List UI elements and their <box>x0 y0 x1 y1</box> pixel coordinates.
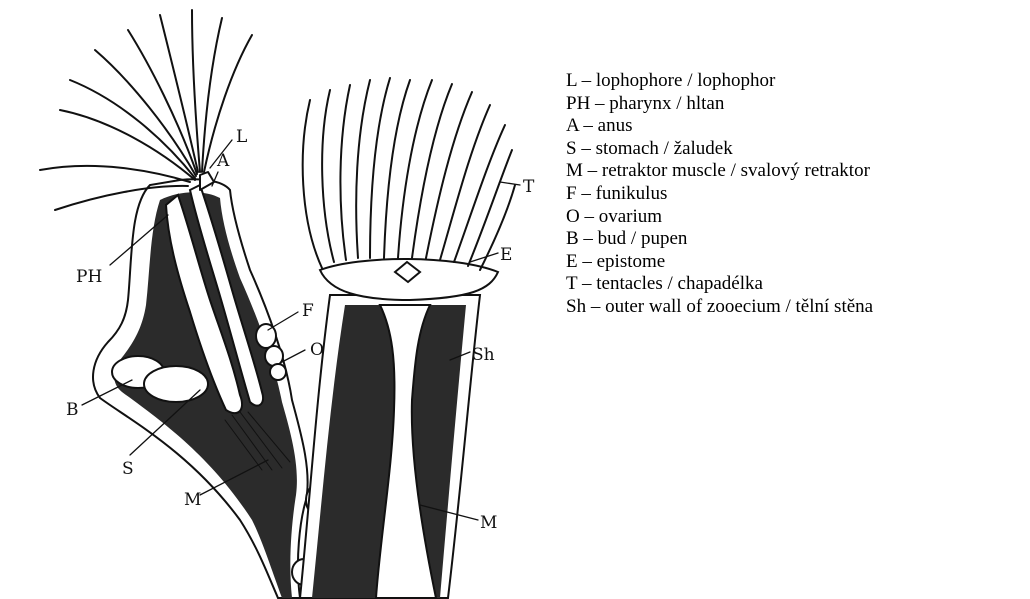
label-M-left: M <box>184 490 201 510</box>
left-zooid <box>93 179 341 598</box>
label-F: F <box>302 301 314 321</box>
bryozoan-anatomy-figure: L A PH F O B S M T E Sh M <box>0 0 560 599</box>
legend-item-Sh: Sh – outer wall of zooecium / tělní stěn… <box>566 296 873 319</box>
legend-item-L: L – lophophore / lophophor <box>566 70 873 93</box>
right-zooid <box>300 259 498 598</box>
right-lophophore <box>303 78 515 270</box>
leader-F <box>268 312 298 330</box>
label-M-right: M <box>480 513 497 533</box>
label-O: O <box>310 340 324 360</box>
legend-item-S: S – stomach / žaludek <box>566 138 873 161</box>
label-PH: PH <box>76 267 102 287</box>
legend-item-M: M – retraktor muscle / svalový retraktor <box>566 160 873 183</box>
label-A: A <box>216 151 230 171</box>
legend-item-O: O – ovarium <box>566 206 873 229</box>
legend-item-T: T – tentacles / chapadélka <box>566 273 873 296</box>
left-zooid-stomach <box>144 366 208 402</box>
label-L: L <box>236 127 247 147</box>
left-zooid-ovarium-2 <box>265 346 283 366</box>
legend: L – lophophore / lophophor PH – pharynx … <box>566 70 873 319</box>
label-B: B <box>66 400 79 420</box>
left-lophophore <box>40 10 252 210</box>
legend-item-E: E – epistome <box>566 251 873 274</box>
label-T: T <box>523 177 535 197</box>
leader-O <box>282 350 305 362</box>
left-zooid-ovarium-3 <box>270 364 286 380</box>
legend-item-A: A – anus <box>566 115 873 138</box>
leader-T <box>500 182 520 185</box>
label-S: S <box>122 459 134 479</box>
legend-item-PH: PH – pharynx / hltan <box>566 93 873 116</box>
legend-item-B: B – bud / pupen <box>566 228 873 251</box>
label-Sh: Sh <box>472 345 495 365</box>
label-E: E <box>500 245 512 265</box>
legend-item-F: F – funikulus <box>566 183 873 206</box>
